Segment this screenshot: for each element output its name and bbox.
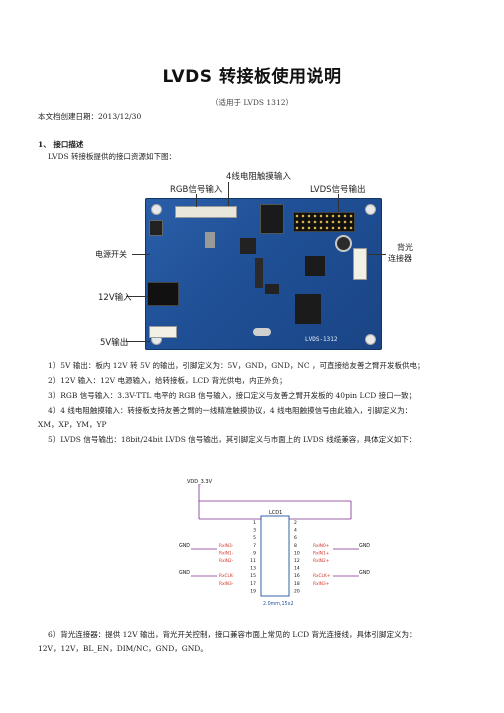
pin-number-left: 15 (250, 573, 256, 579)
pin-number-left: 13 (250, 566, 256, 572)
list-item: 5）LVDS 信号输出：18bit/24bit LVDS 信号输出，其引脚定义与… (48, 435, 417, 444)
net-label-right: RxIN0+ (313, 543, 330, 549)
pin-number-right: 2 (294, 520, 297, 526)
pin-number-right: 8 (294, 543, 297, 549)
backlight-connector (353, 248, 367, 280)
label-backlight-2: 连接器 (388, 254, 412, 263)
chip (205, 232, 215, 248)
gnd-label-left: GND (179, 570, 190, 576)
list-item: 3）RGB 信号输入：3.3V-TTL 电平的 RGB 信号输入，接口定义与友善… (48, 391, 417, 400)
callout-line (126, 341, 150, 342)
pin-number-left: 19 (250, 588, 256, 594)
section-intro: LVDS 转接板提供的接口资源如下图： (48, 152, 177, 161)
label-12v-input: 12V输入 (98, 293, 132, 303)
list-item: 2）12V 输入：12V 电源输入，给转接板，LCD 背光供电，内正外负； (48, 376, 287, 385)
pin-number-left: 17 (250, 581, 256, 587)
callout-line (228, 182, 229, 206)
callout-line (368, 254, 386, 255)
dc-jack (147, 282, 179, 306)
document-subtitle: （适用于 LVDS 1312） (210, 98, 293, 107)
crystal (253, 328, 271, 336)
chip (305, 256, 325, 276)
gnd-label-left: GND (179, 543, 190, 549)
connector-ref: LCD1 (269, 510, 282, 516)
pin-number-right: 6 (294, 535, 297, 541)
touch-connector (260, 204, 284, 234)
connector-body (260, 515, 290, 597)
chip (265, 284, 279, 294)
net-label-left: RxIN1- (219, 550, 234, 556)
net-label-left: RxIN3- (219, 543, 234, 549)
net-label-left: RxIN2- (219, 558, 234, 564)
label-lvds-output: LVDS信号输出 (310, 185, 366, 195)
lvds-pinout-schematic: VDD_3.3V LCD1 13579111315171924681012141… (179, 479, 370, 607)
label-5v-output: 5V输出 (100, 338, 129, 348)
connector-footprint: 2.0mm,15x2 (263, 601, 294, 607)
net-label-right: RxIN3+ (313, 581, 330, 587)
board-silkscreen: LVDS-1312 (305, 336, 338, 343)
label-touch-input: 4线电阻触摸输入 (226, 172, 291, 182)
pin-number-left: 11 (250, 558, 256, 564)
chip (255, 258, 263, 288)
list-item: 4）4 线电阻触摸输入：转接板支持友善之臂的一线精准触摸协议，4 线电阻触摸信号… (48, 406, 413, 415)
pin-number-right: 14 (294, 566, 300, 572)
label-power-switch: 电源开关 (95, 250, 127, 259)
pin-number-right: 12 (294, 558, 300, 564)
pin-number-right: 18 (294, 581, 300, 587)
mounting-hole (365, 204, 376, 215)
pin-number-left: 9 (253, 550, 256, 556)
list-item: 1）5V 输出：板内 12V 转 5V 的输出，引脚定义为：5V，GND，GND… (48, 361, 425, 370)
chip (295, 294, 321, 324)
lvds-header (293, 212, 355, 232)
pin-number-left: 7 (253, 543, 256, 549)
capacitor (335, 235, 352, 252)
board-photo: LVDS-1312 (145, 198, 382, 350)
5v-connector (149, 326, 177, 338)
list-item: 6）背光连接器：提供 12V 输出，背光开关控制，接口兼容市面上常见的 LCD … (48, 630, 417, 639)
pin-number-right: 4 (294, 528, 297, 534)
chip (240, 238, 256, 254)
label-rgb-input: RGB信号输入 (170, 185, 223, 195)
callout-line (126, 296, 148, 297)
gnd-label-right: GND (359, 570, 370, 576)
pin-number-right: 20 (294, 588, 300, 594)
section-heading: 1、 接口描述 (38, 140, 84, 149)
pin-number-left: 1 (253, 520, 256, 526)
document-title: LVDS 转接板使用说明 (162, 67, 342, 87)
net-label-right: RxCLK+ (313, 573, 331, 579)
list-item-continuation: XM，XP，YM，YP (38, 420, 107, 429)
net-label-left: RxIN3- (219, 581, 234, 587)
callout-line (132, 254, 150, 255)
mounting-hole (365, 334, 376, 345)
callout-line (338, 194, 339, 212)
mounting-hole (151, 204, 162, 215)
vdd-label: VDD_3.3V (187, 479, 213, 485)
created-date: 本文档创建日期：2013/12/30 (38, 112, 142, 121)
pin-number-left: 5 (253, 535, 256, 541)
list-item-continuation: 12V，12V，BL_EN，DIM/NC，GND，GND。 (38, 644, 208, 653)
rgb-connector (175, 206, 237, 218)
pin-number-right: 10 (294, 550, 300, 556)
gnd-label-right: GND (359, 543, 370, 549)
callout-line (196, 194, 197, 207)
label-backlight-1: 背光 (397, 243, 413, 252)
pin-number-left: 3 (253, 528, 256, 534)
net-label-left: RxCLK- (219, 573, 234, 579)
power-switch-part (149, 220, 163, 236)
pin-number-right: 16 (294, 573, 300, 579)
net-label-right: RxIN1+ (313, 550, 330, 556)
net-label-right: RxIN2+ (313, 558, 330, 564)
